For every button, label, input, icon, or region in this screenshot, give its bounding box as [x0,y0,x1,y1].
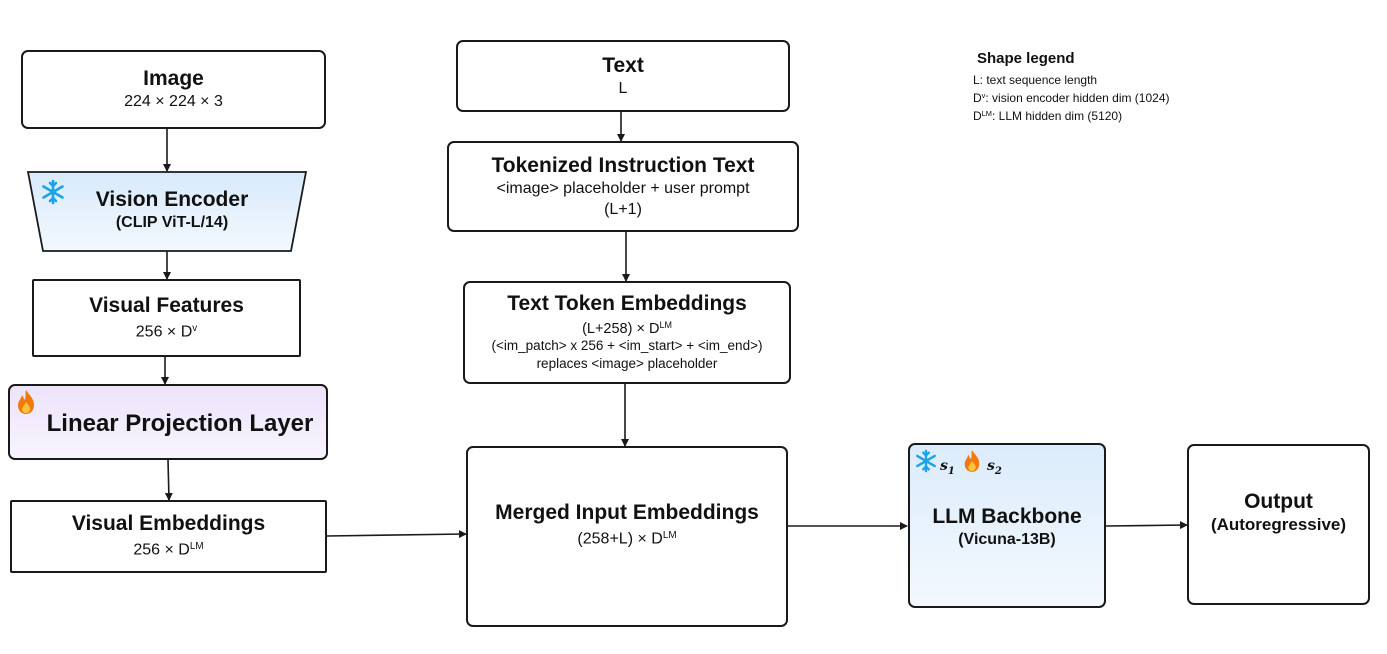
shape-legend: Shape legend L: text sequence length Dv:… [973,50,1170,124]
llm-backbone-box: LLM Backbone (Vicuna-13B) [908,443,1106,608]
image-title: Image [143,67,204,90]
snowflake-icon [916,449,936,473]
arrow-visual-to-merged [326,530,467,539]
output-box: Output (Autoregressive) [1187,444,1370,605]
arrow-llm-to-output [1105,521,1188,530]
stage2-label: s2 [987,458,1002,477]
legend-item-l: L: text sequence length [973,73,1098,87]
text-token-emb-title: Text Token Embeddings [507,291,747,315]
tokenized-line1: <image> placeholder + user prompt [496,179,750,197]
visual-embeddings-box: Visual Embeddings 256 × DLM [10,500,327,573]
visual-features-box: Visual Features 256 × Dv [32,279,301,357]
arrow-projection-to-embeddings [164,459,173,501]
visual-features-dims: 256 × Dv [135,322,198,341]
vision-encoder-model: (CLIP ViT-L/14) [115,214,229,231]
image-input-box: Image 224 × 224 × 3 [21,50,326,129]
text-title: Text [602,53,644,77]
legend-item-dlm: DLM: LLM hidden dim (5120) [973,109,1123,124]
text-input-box: Text L [456,40,790,112]
linear-projection-title: Linear Projection Layer [46,410,314,437]
flame-icon [964,450,980,472]
vision-encoder-shape [27,171,307,252]
vision-encoder-box: Vision Encoder (CLIP ViT-L/14) [27,171,307,251]
merged-embeddings-box: Merged Input Embeddings (258+L) × DLM [466,446,788,627]
merged-title: Merged Input Embeddings [495,501,759,525]
vision-encoder-title: Vision Encoder [95,188,249,211]
merged-dims: (258+L) × DLM [577,530,677,548]
legend-title: Shape legend [977,50,1075,67]
output-title: Output [1244,489,1313,513]
visual-embeddings-dims: 256 × DLM [133,541,204,559]
legend-item-dv: Dv: vision encoder hidden dim (1024) [973,91,1170,106]
tokenized-line2: (L+1) [604,200,642,218]
output-subtitle: (Autoregressive) [1210,514,1347,534]
visual-embeddings-title: Visual Embeddings [71,512,266,536]
stage1-label: s1 [940,458,955,477]
image-dims: 224 × 224 × 3 [124,93,223,110]
text-token-embeddings-box: Text Token Embeddings (L+258) × DLM (<im… [463,281,791,384]
flame-icon [18,390,34,414]
llm-model: (Vicuna-13B) [958,530,1056,548]
tokenized-title: Tokenized Instruction Text [491,153,755,177]
text-token-emb-dims: (L+258) × DLM [582,319,672,337]
llm-title: LLM Backbone [932,504,1082,528]
visual-features-title: Visual Features [89,293,244,317]
linear-projection-box: Linear Projection Layer [8,384,328,460]
snowflake-icon [42,179,64,205]
text-token-emb-line3: replaces <image> placeholder [536,356,718,372]
text-dims: L [618,79,628,97]
tokenized-text-box: Tokenized Instruction Text <image> place… [447,141,799,232]
text-token-emb-line2: (<im_patch> x 256 + <im_start> + <im_end… [491,338,763,354]
